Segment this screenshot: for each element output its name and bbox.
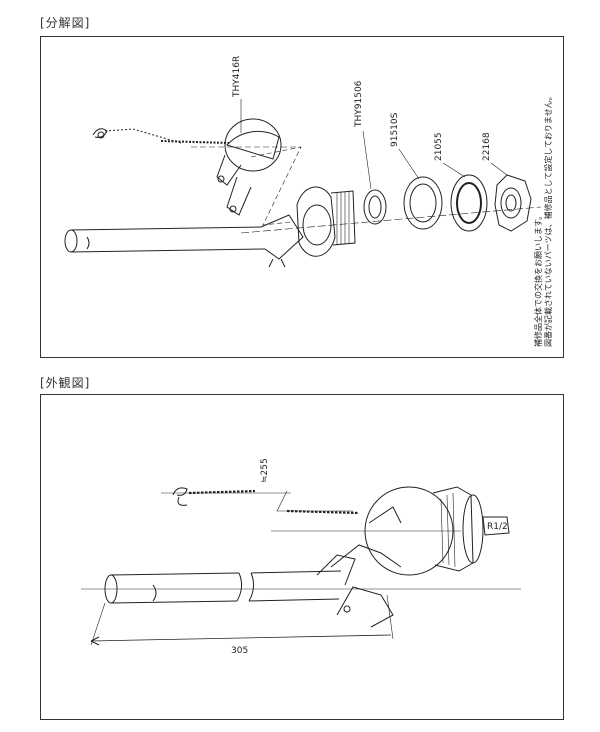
float-ball (226, 130, 280, 160)
arm-bracket (336, 586, 394, 628)
chain-lower (286, 509, 360, 515)
chain-hook (92, 128, 108, 138)
overflow-flange (432, 486, 474, 572)
appearance-view-drawing: ≒255 305 R1/2 (81, 458, 521, 656)
appearance-view-frame: ≒255 305 R1/2 (40, 394, 564, 720)
repair-note-line1: 図番が記載されていないパーツは、補修品として設定しておりません。 (543, 92, 553, 347)
part-label-gasket: 91510S (390, 112, 400, 147)
repair-note-line2: 補修品全体での交換をお願いします。 (533, 212, 543, 347)
chain-lower (160, 140, 230, 144)
dimension-line (90, 634, 392, 642)
thread-size-label: R1/2 (487, 522, 508, 532)
appearance-view-title: [外観図] (40, 376, 91, 390)
exploded-view-title: [分解図] (40, 16, 91, 30)
part-label-washer: 21055 (434, 132, 444, 161)
pipe-length-label: 305 (231, 646, 248, 656)
overflow-flange (296, 186, 336, 257)
exploded-view-frame: THY416R THY91506 91510S 21055 22168 図番が記… (40, 36, 564, 358)
part-label-overflow-nut: THY91506 (354, 80, 364, 128)
gasket-small (363, 189, 387, 225)
part-label-locknut: 22168 (482, 132, 492, 161)
locknut-22168 (494, 174, 532, 232)
ring-91510s (403, 176, 443, 230)
thread-tag (482, 516, 510, 536)
chain-hook (172, 487, 188, 496)
chain-upper (104, 128, 134, 132)
chain-length-label: ≒255 (260, 458, 270, 483)
overflow-elbow (260, 214, 304, 260)
pipe-end (64, 229, 78, 253)
chain-upper (188, 489, 256, 495)
part-label-float: THY416R (232, 56, 242, 98)
exploded-view-drawing: THY416R THY91506 91510S 21055 22168 図番が記… (64, 56, 553, 347)
washer-21055 (450, 174, 488, 232)
